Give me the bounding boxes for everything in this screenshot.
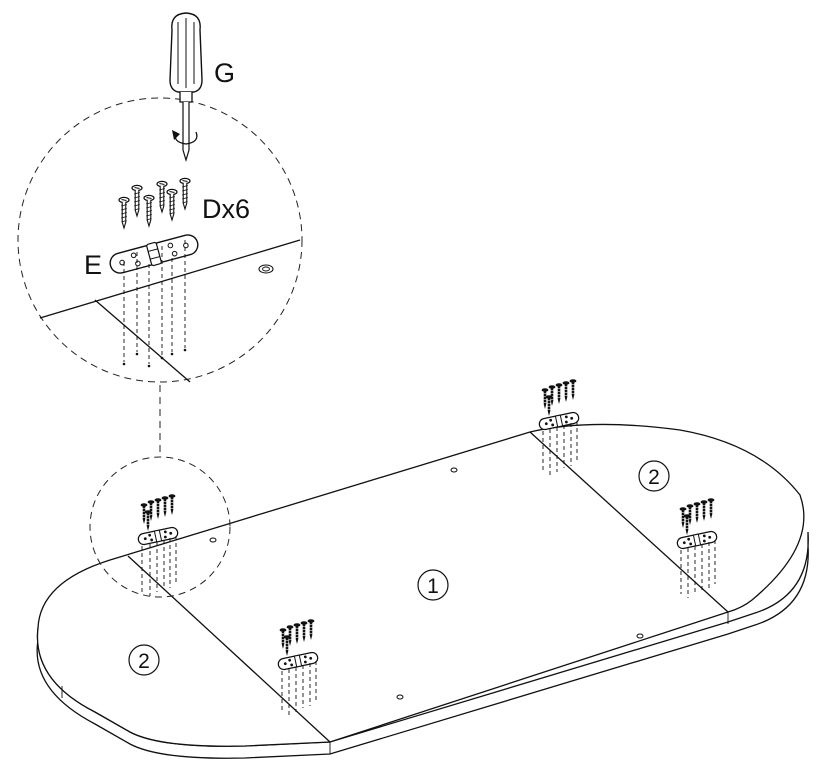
dowel-holes	[209, 467, 644, 700]
svg-text:2: 2	[648, 466, 660, 489]
screws-group-b	[279, 618, 317, 716]
label-screws-dx6: Dx6	[202, 194, 250, 224]
svg-text:2: 2	[138, 650, 150, 673]
detail-seam	[94, 299, 191, 383]
callout-circle-detail	[17, 97, 303, 383]
detail-drill-lines	[123, 240, 186, 364]
screws-group-a	[140, 493, 177, 596]
panel-label-center: 1	[417, 569, 449, 601]
detail-view	[39, 177, 301, 383]
label-tool-g: G	[214, 58, 235, 88]
callout-circle-small	[89, 456, 231, 598]
screw-icon	[118, 177, 191, 229]
screws-group-c	[541, 378, 578, 476]
label-hinge-e: E	[84, 250, 102, 280]
detail-panel-edge	[39, 239, 301, 319]
screwdriver-icon	[169, 12, 203, 163]
svg-text:1: 1	[427, 575, 439, 598]
panel-label-right: 2	[638, 460, 670, 492]
panel-label-left: 2	[128, 644, 160, 676]
screws-group-d	[679, 497, 716, 598]
rotation-arrow-icon	[172, 130, 198, 145]
hinge-plate-icon	[109, 234, 199, 274]
